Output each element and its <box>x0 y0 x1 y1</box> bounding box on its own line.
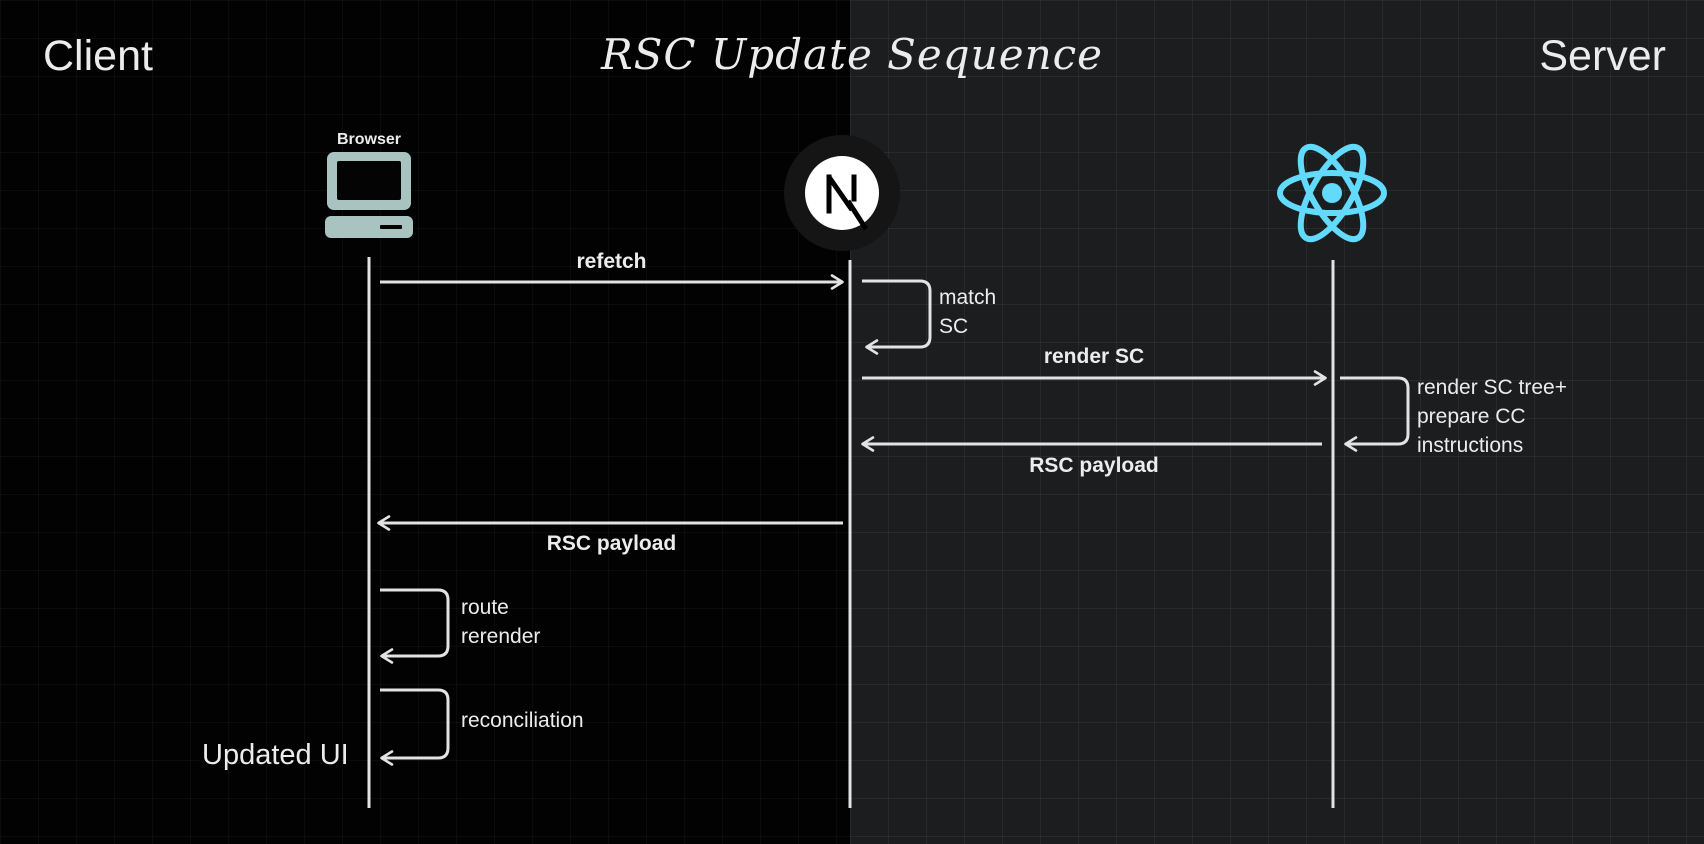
reconciliation-label: reconciliation <box>461 709 584 732</box>
rsc-payload-label-client: RSC payload <box>546 532 677 555</box>
reconciliation-loop-arrow <box>380 688 450 766</box>
route-rerender-loop-arrow <box>380 588 450 664</box>
render-tree-label: render SC tree+ prepare CC instructions <box>1417 376 1567 457</box>
client-grid <box>0 0 850 844</box>
server-label: Server <box>1539 32 1666 80</box>
browser-label: Browser <box>336 131 402 148</box>
react-logo-icon <box>1277 143 1387 243</box>
route-rerender-label: route rerender <box>461 596 541 648</box>
render-sc-label: render SC <box>1043 345 1145 368</box>
updated-ui-label: Updated UI <box>202 739 349 771</box>
nextjs-logo-icon <box>784 135 900 251</box>
match-sc-loop-arrow <box>862 279 932 355</box>
monitor-icon <box>325 152 413 238</box>
diagram-title: RSC Update Sequence <box>600 30 1104 79</box>
render-tree-loop-arrow <box>1340 376 1410 452</box>
rsc-payload-label-server: RSC payload <box>1029 454 1159 477</box>
match-sc-label: match SC <box>939 286 997 338</box>
client-label: Client <box>43 32 153 80</box>
server-background <box>850 0 1704 844</box>
refetch-label: refetch <box>576 250 647 273</box>
